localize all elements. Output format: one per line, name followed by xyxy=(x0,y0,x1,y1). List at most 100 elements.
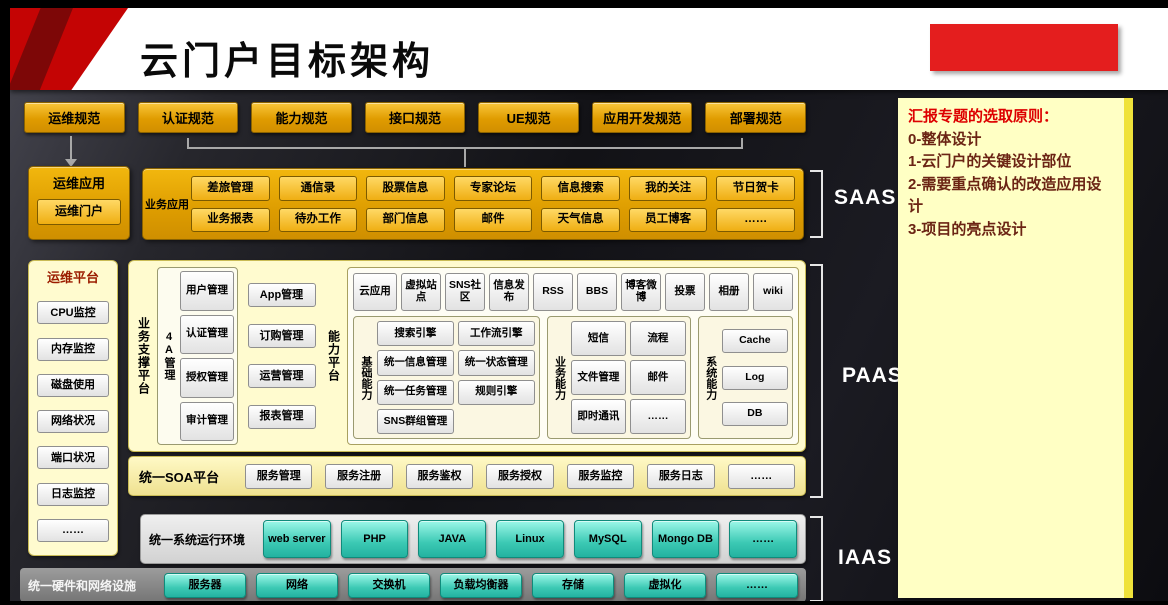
business-capability-button: …… xyxy=(630,399,686,434)
cloud-app-button: SNS社区 xyxy=(445,273,485,311)
note-item: 3-项目的亮点设计 xyxy=(908,220,1027,238)
paas-bracket xyxy=(810,264,823,498)
spec-button: 接口规范 xyxy=(364,102,466,133)
business-app-rows: 差旅管理通信录股票信息专家论坛信息搜索我的关注节日贺卡 业务报表待办工作部门信息… xyxy=(191,169,803,239)
business-app-button: 专家论坛 xyxy=(453,176,533,201)
hardware-button: 负载均衡器 xyxy=(440,572,522,598)
runtime-button: PHP xyxy=(340,520,409,558)
business-app-button: 通信录 xyxy=(278,176,358,201)
hardware-network-title: 统一硬件和网络设施 xyxy=(28,578,137,593)
red-corner-streak xyxy=(10,8,76,90)
iaas-label: IAAS xyxy=(838,546,893,569)
business-app-button: 差旅管理 xyxy=(191,176,270,201)
ops-spec-arrow-line xyxy=(70,136,72,161)
cloud-app-button: RSS xyxy=(533,273,573,311)
system-capability-label: 系统能力 xyxy=(704,355,717,400)
monitor-button: CPU监控 xyxy=(37,301,109,325)
basic-capability-button: 搜索引擎 xyxy=(377,321,454,347)
business-app-button: 信息搜索 xyxy=(541,176,620,201)
ops-spec-arrow-head xyxy=(65,159,77,167)
monitor-button: 网络状况 xyxy=(37,410,109,433)
redacted-logo-block xyxy=(930,24,1118,71)
notes-highlight-strip xyxy=(1124,98,1133,598)
hardware-button: 交换机 xyxy=(348,572,430,598)
hardware-button: 虚拟化 xyxy=(624,572,706,598)
spec-button: 认证规范 xyxy=(137,102,239,133)
page-title: 云门户目标架构 xyxy=(140,41,435,83)
basic-capability-button: 统一任务管理 xyxy=(377,379,454,405)
mgmt-button: 报表管理 xyxy=(247,404,316,429)
four-a-button: 审计管理 xyxy=(180,401,234,441)
monitor-button: 端口状况 xyxy=(37,446,109,470)
business-app-label: 业务应用 xyxy=(145,199,189,211)
business-capability-label: 业务能力 xyxy=(553,355,566,400)
business-capability-items: 短信流程文件管理邮件即时通讯…… xyxy=(570,321,686,434)
runtime-environment-title: 统一系统运行环境 xyxy=(149,532,246,547)
business-app-button: 我的关注 xyxy=(628,176,708,201)
soa-service-items: 服务管理服务注册服务鉴权服务授权服务监控服务日志…… xyxy=(245,463,795,489)
soa-service-button: 服务日志 xyxy=(647,463,715,489)
spec-button: 运维规范 xyxy=(24,102,125,133)
business-capability-button: 流程 xyxy=(630,321,686,356)
red-corner-decoration xyxy=(10,8,128,90)
four-a-button: 授权管理 xyxy=(180,358,234,398)
mgmt-button: 运营管理 xyxy=(247,364,316,389)
cloud-app-button: 博客微博 xyxy=(621,273,661,311)
four-a-box: 4A管理 用户管理认证管理授权管理审计管理 xyxy=(157,267,238,445)
runtime-button: Linux xyxy=(496,520,564,558)
business-support-group: 业务支撑平台 4A管理 用户管理认证管理授权管理审计管理 App管理订购管理运营… xyxy=(135,267,321,445)
spec-button: 部署规范 xyxy=(705,102,807,133)
monitor-button: …… xyxy=(37,518,109,542)
monitor-button: 内存监控 xyxy=(37,337,109,361)
ops-app-title: 运维应用 xyxy=(52,176,105,191)
soa-platform-title: 统一SOA平台 xyxy=(139,469,220,485)
mgmt-button: 订购管理 xyxy=(247,323,316,348)
mgmt-button: App管理 xyxy=(247,283,316,308)
soa-service-button: …… xyxy=(727,463,795,489)
cloud-app-button: BBS xyxy=(577,273,617,311)
hardware-button: 服务器 xyxy=(164,572,246,598)
note-item: 1-云门户的关键设计部位 xyxy=(908,153,1072,170)
frame-bottom xyxy=(0,601,1168,605)
spec-brace-stem xyxy=(464,149,466,167)
monitor-button: 磁盘使用 xyxy=(37,373,109,397)
system-capability-button: Log xyxy=(721,365,788,390)
four-a-items: 用户管理认证管理授权管理审计管理 xyxy=(180,271,234,441)
four-a-button: 认证管理 xyxy=(180,314,234,354)
system-capability-button: Cache xyxy=(721,329,788,354)
business-app-box: 业务应用 差旅管理通信录股票信息专家论坛信息搜索我的关注节日贺卡 业务报表待办工… xyxy=(142,168,804,240)
paas-label: PAAS xyxy=(842,364,903,387)
capability-platform-label: 能力平台 xyxy=(326,330,341,382)
runtime-button: MySQL xyxy=(573,520,642,558)
hardware-button: 网络 xyxy=(256,572,338,598)
note-item: 2-需要重点确认的改造应用设计 xyxy=(908,175,1102,216)
soa-service-button: 服务授权 xyxy=(486,463,554,489)
spec-button: 能力规范 xyxy=(251,102,352,133)
business-capability-button: 邮件 xyxy=(630,360,686,395)
cloud-app-button: 投票 xyxy=(665,273,705,311)
runtime-button: web server xyxy=(263,520,331,558)
frame-top xyxy=(0,0,1168,8)
notes-title: 汇报专题的选取原则： xyxy=(908,108,1059,125)
soa-platform-bar: 统一SOA平台 服务管理服务注册服务鉴权服务授权服务监控服务日志…… xyxy=(128,456,806,496)
business-app-button: 部门信息 xyxy=(366,207,445,232)
runtime-button: JAVA xyxy=(418,520,487,558)
saas-label: SAAS xyxy=(834,186,897,209)
soa-service-button: 服务鉴权 xyxy=(405,463,474,489)
system-capability-button: DB xyxy=(721,401,788,426)
monitor-button: 日志监控 xyxy=(37,482,109,506)
runtime-button: Mongo DB xyxy=(651,520,720,558)
business-app-button: 节日贺卡 xyxy=(716,176,796,201)
frame-left xyxy=(0,0,10,605)
business-app-button: …… xyxy=(716,207,796,232)
